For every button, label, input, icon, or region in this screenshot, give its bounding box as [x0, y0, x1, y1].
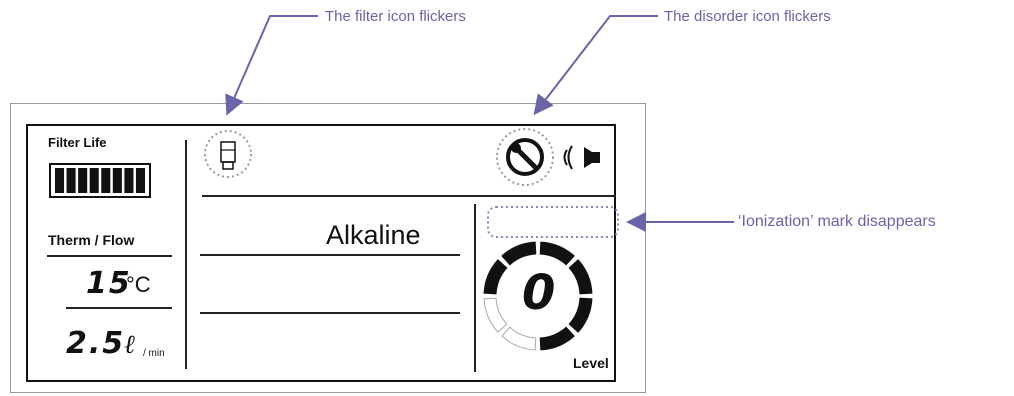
mode-label-alkaline: Alkaline	[326, 220, 421, 250]
outer-frame	[10, 103, 646, 393]
level-ring-segment-on	[539, 241, 575, 266]
filter-cartridge-icon	[204, 130, 252, 178]
level-value: 0	[522, 265, 556, 321]
divider-middle-2	[200, 312, 460, 314]
filter-life-bar	[124, 168, 134, 193]
filter-life-bar	[89, 168, 99, 193]
ionization-mark-outline	[487, 206, 619, 238]
flow-unit: / min	[143, 348, 165, 359]
temperature-unit: °C	[126, 272, 151, 297]
filter-life-bar	[55, 168, 65, 193]
divider-vertical-right	[474, 204, 476, 372]
divider-left-2	[66, 307, 172, 309]
filter-life-bar	[112, 168, 122, 193]
level-ring-segment-off	[501, 326, 537, 351]
flow-value: 2.5	[66, 326, 126, 361]
level-label: Level	[573, 355, 609, 371]
filter-life-label: Filter Life	[48, 135, 107, 150]
divider-left-1	[47, 255, 172, 257]
level-ring-segment-on	[501, 241, 537, 266]
filter-life-bar	[135, 168, 145, 193]
lcd-display	[26, 124, 616, 382]
level-ring-segment-on	[539, 326, 575, 351]
therm-flow-label: Therm / Flow	[48, 232, 135, 248]
level-ring-segment-off	[483, 297, 508, 333]
level-ring-segment-on	[483, 259, 508, 295]
callout-ionization-mark-disappears: ‘Ionization’ mark disappears	[738, 213, 936, 230]
leader-disorder	[533, 15, 658, 116]
speaker-icon	[563, 145, 600, 170]
divider-vertical-left	[185, 140, 187, 369]
level-ring-segment-on	[568, 259, 593, 295]
divider-middle-1	[200, 254, 460, 256]
temperature-value: 15	[86, 266, 132, 301]
filter-life-bar	[78, 168, 88, 193]
filter-life-bar	[101, 168, 111, 193]
wrench-disorder-icon	[496, 128, 554, 186]
callout-disorder-icon-flickers: The disorder icon flickers	[664, 8, 831, 25]
flow-unit-symbol: ℓ	[124, 330, 135, 360]
callout-filter-icon-flickers: The filter icon flickers	[325, 8, 466, 25]
leader-filter	[225, 15, 318, 116]
divider-top	[202, 195, 616, 197]
level-ring-segment-on	[568, 297, 593, 333]
filter-life-bar	[66, 168, 76, 193]
